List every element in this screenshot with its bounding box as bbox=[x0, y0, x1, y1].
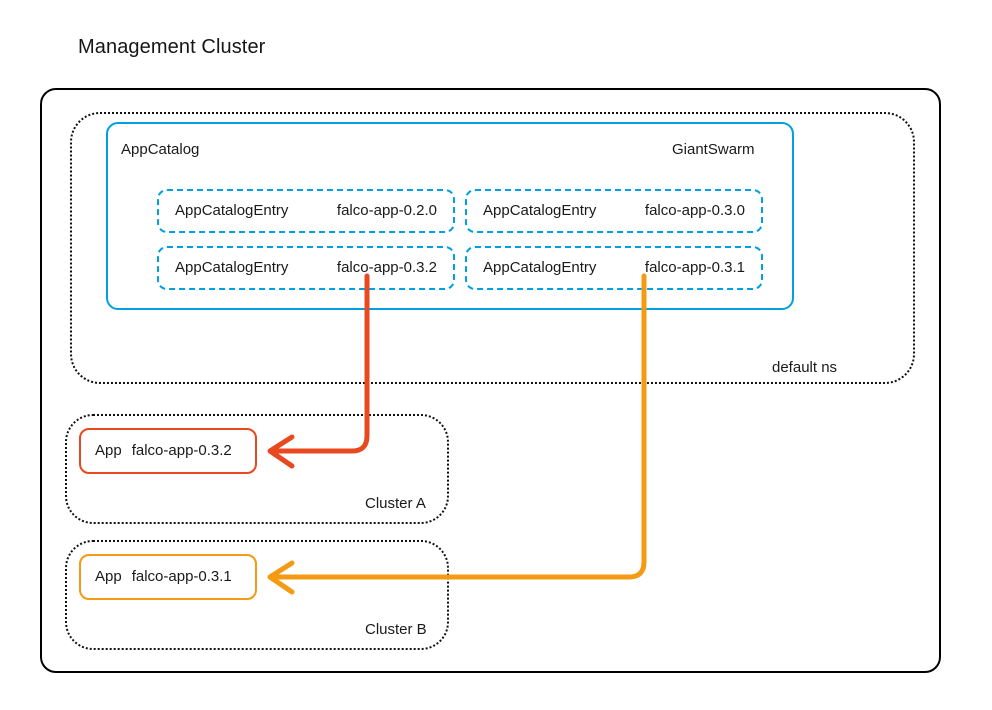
app-box-cluster-b: App falco-app-0.3.1 bbox=[79, 554, 257, 600]
cluster-b-label: Cluster B bbox=[365, 621, 427, 638]
appcatalogentry-kind-label: AppCatalogEntry bbox=[175, 202, 289, 219]
page-title: Management Cluster bbox=[78, 36, 266, 58]
appcatalogentry-version-label: falco-app-0.3.0 bbox=[644, 202, 745, 219]
app-version-label: falco-app-0.3.2 bbox=[131, 442, 232, 459]
appcatalogentry-version-label: falco-app-0.3.1 bbox=[644, 259, 745, 276]
cluster-b-boundary bbox=[65, 540, 449, 650]
app-kind-label: App bbox=[95, 442, 122, 459]
cluster-a-label: Cluster A bbox=[365, 495, 426, 512]
app-box-cluster-a: App falco-app-0.3.2 bbox=[79, 428, 257, 474]
appcatalogentry-box: AppCatalogEntry falco-app-0.3.2 bbox=[157, 246, 455, 290]
appcatalogentry-version-label: falco-app-0.3.2 bbox=[336, 259, 437, 276]
appcatalogentry-version-label: falco-app-0.2.0 bbox=[336, 202, 437, 219]
appcatalogentry-kind-label: AppCatalogEntry bbox=[483, 202, 597, 219]
appcatalogentry-kind-label: AppCatalogEntry bbox=[175, 259, 289, 276]
appcatalogentry-box: AppCatalogEntry falco-app-0.3.1 bbox=[465, 246, 763, 290]
default-namespace-label: default ns bbox=[772, 359, 838, 376]
app-kind-label: App bbox=[95, 568, 122, 585]
management-cluster-boundary bbox=[40, 88, 941, 673]
appcatalogentry-box: AppCatalogEntry falco-app-0.2.0 bbox=[157, 189, 455, 233]
app-version-label: falco-app-0.3.1 bbox=[131, 568, 232, 585]
appcatalogentry-kind-label: AppCatalogEntry bbox=[483, 259, 597, 276]
appcatalog-kind-label: AppCatalog bbox=[121, 141, 200, 158]
appcatalogentry-box: AppCatalogEntry falco-app-0.3.0 bbox=[465, 189, 763, 233]
appcatalog-name-label: GiantSwarm bbox=[672, 141, 755, 158]
